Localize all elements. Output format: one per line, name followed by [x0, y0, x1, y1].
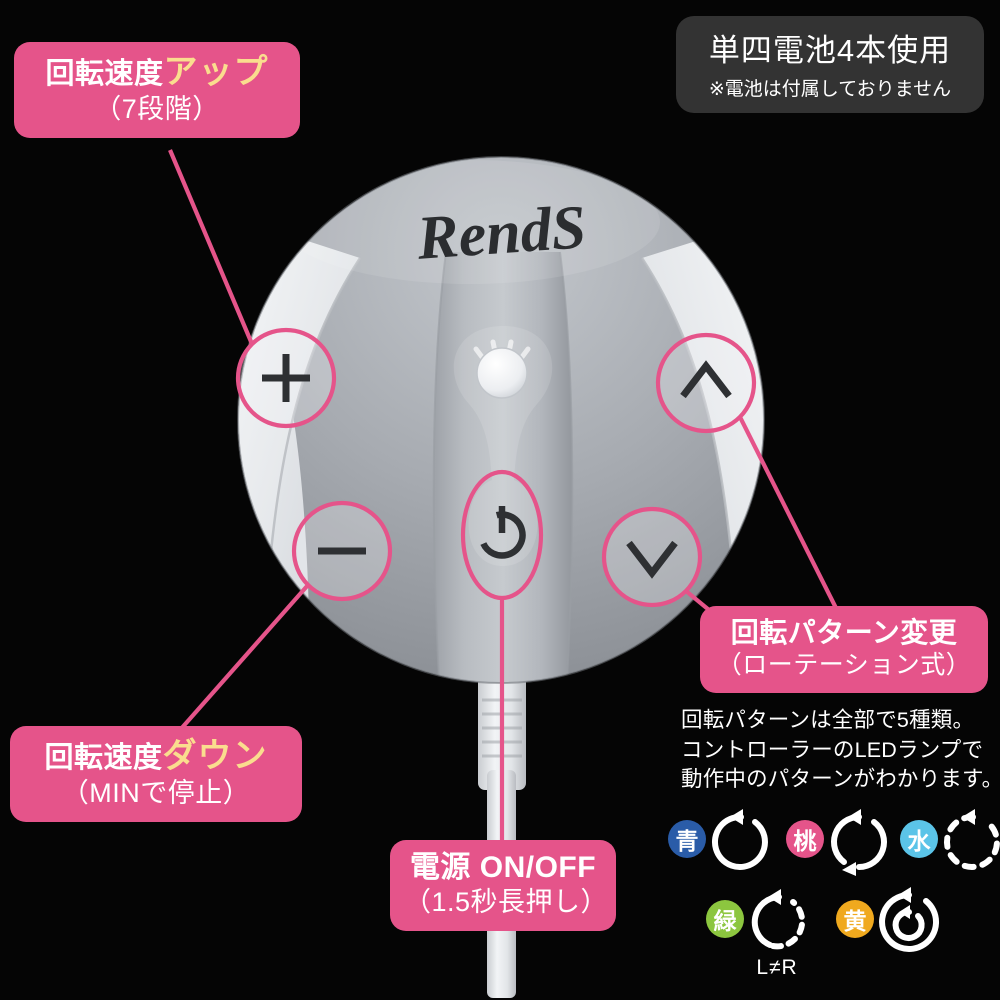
plus-button[interactable] [239, 331, 333, 425]
rotation-icon-solid-single [711, 809, 768, 870]
pattern-note-line2: コントローラーのLEDランプで [681, 737, 984, 762]
rotation-icon-solid-double [831, 809, 887, 876]
chevron-up-button[interactable] [659, 336, 753, 430]
led-indicator [473, 339, 531, 399]
pattern-note-line1: 回転パターンは全部で5種類。 [681, 708, 975, 732]
highlight-ring-minus [291, 500, 393, 602]
battery-badge-line1: 単四電池4本使用 [708, 33, 952, 68]
highlight-ring-chevron-up [655, 332, 757, 434]
callout-speed-up-highlight: アップ [163, 53, 269, 91]
power-button[interactable] [477, 506, 527, 560]
callout-speed-down-highlight: ダウン [162, 737, 268, 775]
highlight-ring-plus [235, 327, 337, 429]
leader-line-minus [178, 583, 310, 732]
callout-pattern-line1: 回転パターン変更 [730, 617, 958, 648]
rotation-icon-half-dashed [751, 889, 806, 950]
chevron-down-button[interactable] [605, 510, 699, 604]
callout-speed-up: 回転速度アップ （7段階） [14, 42, 300, 138]
battery-badge: 単四電池4本使用 ※電池は付属しておりません [676, 16, 984, 113]
callout-power-line1: 電源 ON/OFF [409, 851, 597, 884]
callout-pattern-line2: （ローテーション式） [716, 651, 972, 680]
battery-badge-line2: ※電池は付属しておりません [708, 79, 952, 100]
leader-line-plus [168, 149, 254, 345]
callout-speed-down-line2: （MINで停止） [61, 778, 251, 809]
minus-button[interactable] [295, 504, 389, 598]
pattern-caption-midori: L≠R [756, 956, 798, 979]
pattern-swatch-midori: 緑 [706, 900, 744, 938]
rotation-icon-dashed-single [943, 809, 1000, 870]
rotation-icon-double-ring [879, 887, 939, 952]
callout-speed-up-line1: 回転速度アップ [45, 53, 269, 91]
highlight-ring-chevron-down [601, 506, 703, 608]
callout-speed-up-line2: （7段階） [94, 94, 220, 125]
callout-power: 電源 ON/OFF （1.5秒長押し） [390, 840, 616, 932]
brand-logo: RendS [414, 193, 588, 273]
callout-speed-down: 回転速度ダウン （MINで停止） [10, 726, 302, 822]
leader-line-chevron-up [738, 416, 840, 613]
callout-power-line2: （1.5秒長押し） [404, 887, 609, 918]
pattern-swatch-momo: 桃 [786, 820, 824, 858]
pattern-swatch-mizu: 水 [900, 820, 938, 858]
pattern-swatch-ki: 黄 [836, 900, 874, 938]
pattern-swatch-ao: 青 [668, 820, 706, 858]
pattern-note: 回転パターンは全部で5種類。 コントローラーのLEDランプで 動作中のパターンが… [681, 706, 1000, 795]
callout-speed-down-line1: 回転速度ダウン [44, 737, 268, 775]
callout-pattern-change: 回転パターン変更 （ローテーション式） [700, 606, 988, 693]
pattern-note-line3: 動作中のパターンがわかります。 [681, 767, 1000, 792]
